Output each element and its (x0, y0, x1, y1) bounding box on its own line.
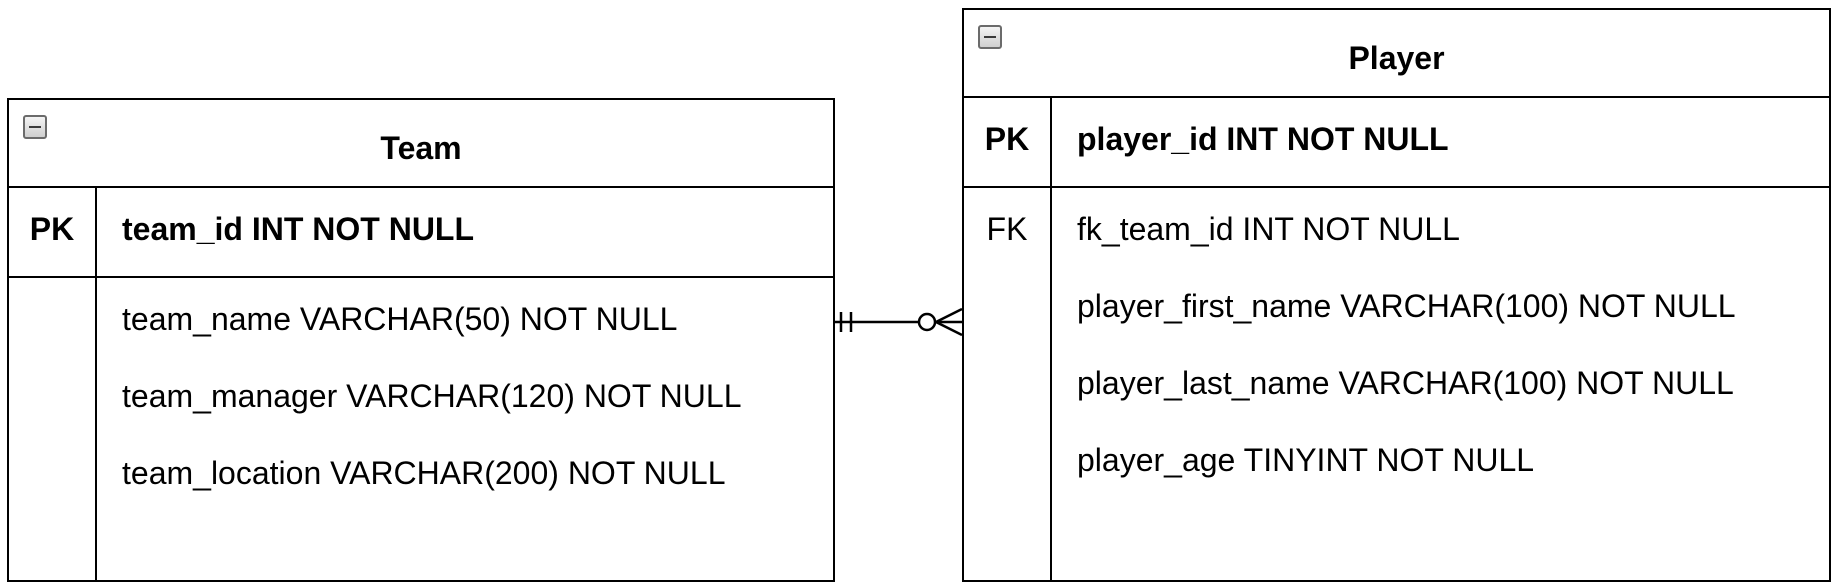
crows-foot-icon (935, 307, 963, 324)
team-key-column-blank (9, 278, 97, 580)
entity-player[interactable]: Player PK player_id INT NOT NULL FK fk_t… (962, 8, 1831, 582)
collapse-minus-icon[interactable] (978, 25, 1002, 49)
player-attribute-row[interactable]: player_last_name VARCHAR(100) NOT NULL (1077, 365, 1734, 401)
team-pk-label: PK (29, 211, 75, 247)
team-attribute-row[interactable]: team_location VARCHAR(200) NOT NULL (122, 455, 726, 491)
team-pk-row[interactable]: PK team_id INT NOT NULL (9, 188, 833, 278)
player-key-column-fk: FK (964, 188, 1052, 580)
entity-player-title: Player (1348, 40, 1445, 76)
player-pk-label: PK (984, 121, 1030, 157)
entity-team[interactable]: Team PK team_id INT NOT NULL team_name V… (7, 98, 835, 582)
team-attributes: team_name VARCHAR(50) NOT NULL team_mana… (9, 278, 833, 580)
team-attribute-row[interactable]: team_manager VARCHAR(120) NOT NULL (122, 378, 742, 414)
team-attribute-row[interactable]: team_name VARCHAR(50) NOT NULL (122, 301, 678, 337)
team-key-column: PK (9, 188, 97, 276)
player-pk-field[interactable]: player_id INT NOT NULL (1077, 121, 1449, 157)
player-key-column: PK (964, 98, 1052, 186)
crows-foot-icon (935, 320, 963, 337)
player-fk-label: FK (986, 211, 1028, 247)
collapse-minus-icon[interactable] (23, 115, 47, 139)
entity-team-title: Team (380, 130, 462, 166)
player-fk-field[interactable]: fk_team_id INT NOT NULL (1077, 211, 1460, 247)
player-pk-row[interactable]: PK player_id INT NOT NULL (964, 98, 1829, 188)
zero-optional-circle-icon (917, 312, 937, 332)
team-pk-field[interactable]: team_id INT NOT NULL (122, 211, 475, 247)
entity-team-header: Team (9, 100, 833, 188)
player-attribute-row[interactable]: player_first_name VARCHAR(100) NOT NULL (1077, 288, 1736, 324)
entity-player-header: Player (964, 10, 1829, 98)
player-attribute-row[interactable]: player_age TINYINT NOT NULL (1077, 442, 1535, 478)
player-attributes: FK fk_team_id INT NOT NULL player_first_… (964, 188, 1829, 580)
